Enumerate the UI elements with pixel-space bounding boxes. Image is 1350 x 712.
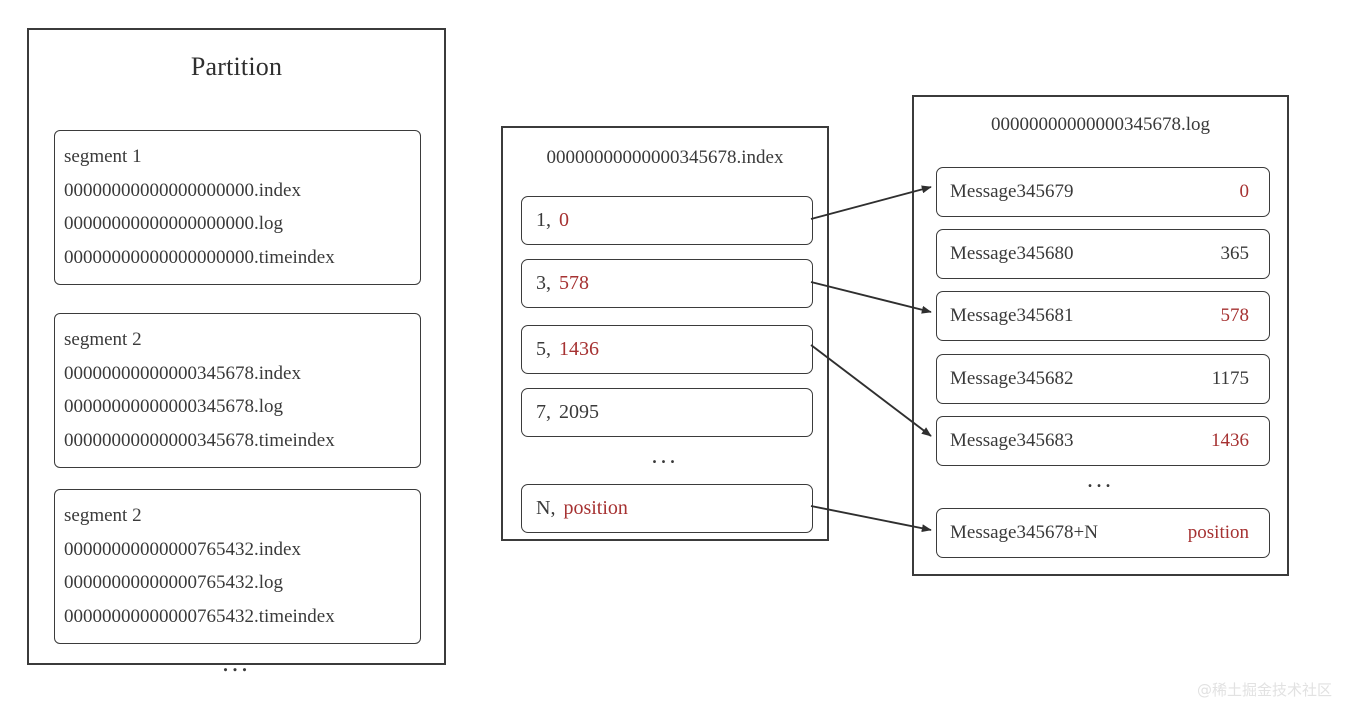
index-entry-offset: 5, <box>536 338 551 360</box>
index-entry: N, position <box>521 484 813 533</box>
log-message-name: Message345681 <box>950 305 1074 326</box>
segment-3-file-index: 00000000000000765432.index <box>64 538 301 560</box>
segment-1-file-log: 00000000000000000000.log <box>64 213 284 234</box>
log-file-panel: 00000000000000345678.log Message345679 0… <box>912 95 1289 576</box>
log-message-name: Message345679 <box>950 181 1074 202</box>
index-entry-position: position <box>563 497 628 519</box>
segment-box-2: segment 2 00000000000000345678.index 000… <box>54 313 421 468</box>
log-message-row: Message345679 0 <box>936 167 1270 217</box>
partition-ellipsis: ... <box>222 648 251 677</box>
log-message-position: 365 <box>1220 243 1250 264</box>
index-entry: 3, 578 <box>521 259 813 308</box>
index-entry-offset: 3, <box>536 272 551 294</box>
log-message-row: Message345680 365 <box>936 229 1270 279</box>
partition-panel: Partition segment 1 00000000000000000000… <box>27 28 446 677</box>
index-entry-offset: 7, <box>536 401 551 423</box>
index-file-panel: 00000000000000345678.index 1, 0 3, 578 5… <box>501 126 829 541</box>
watermark: @稀土掘金技术社区 <box>1196 681 1332 699</box>
log-message-row: Message345682 1175 <box>936 354 1270 404</box>
segment-box-3: segment 2 00000000000000765432.index 000… <box>54 489 421 644</box>
log-message-row: Message345678+N position <box>936 508 1270 558</box>
segment-3-file-timeindex: 00000000000000765432.timeindex <box>64 605 335 627</box>
log-message-position: 1175 <box>1211 368 1249 389</box>
segment-2-file-index: 00000000000000345678.index <box>64 362 301 384</box>
log-message-name: Message345680 <box>950 243 1074 264</box>
index-ellipsis: ... <box>651 443 679 469</box>
log-message-position: 0 <box>1239 181 1250 202</box>
index-entry-offset: N, <box>536 497 556 519</box>
log-message-position: position <box>1187 522 1249 543</box>
index-file-title: 00000000000000345678.index <box>546 147 784 168</box>
log-file-title: 00000000000000345678.log <box>990 114 1211 135</box>
log-message-name: Message345683 <box>950 430 1074 451</box>
index-entry-position: 0 <box>559 209 569 231</box>
segment-2-file-log: 00000000000000345678.log <box>64 396 284 417</box>
log-message-name: Message345678+N <box>950 522 1098 543</box>
segment-2-name: segment 2 <box>64 329 142 350</box>
log-ellipsis: ... <box>1087 467 1114 493</box>
segment-1-file-index: 00000000000000000000.index <box>64 179 301 201</box>
index-entry-position: 578 <box>559 272 589 294</box>
segment-2-file-timeindex: 00000000000000345678.timeindex <box>64 429 335 451</box>
partition-title: Partition <box>190 52 283 81</box>
log-message-row: Message345681 578 <box>936 291 1270 341</box>
index-entry: 1, 0 <box>521 196 813 245</box>
segment-box-1: segment 1 00000000000000000000.index 000… <box>54 130 421 285</box>
index-entry-position: 1436 <box>559 338 599 360</box>
index-entry: 5, 1436 <box>521 325 813 374</box>
log-message-row: Message345683 1436 <box>936 416 1270 466</box>
segment-1-file-timeindex: 00000000000000000000.timeindex <box>64 246 335 268</box>
segment-1-name: segment 1 <box>64 146 142 167</box>
index-entry-position: 2095 <box>559 401 599 423</box>
log-message-position: 1436 <box>1211 430 1249 451</box>
log-message-position: 578 <box>1220 305 1250 326</box>
index-entry-offset: 1, <box>536 209 551 231</box>
index-entry: 7, 2095 <box>521 388 813 437</box>
segment-3-name: segment 2 <box>64 505 142 526</box>
log-message-name: Message345682 <box>950 368 1074 389</box>
segment-3-file-log: 00000000000000765432.log <box>64 572 284 593</box>
